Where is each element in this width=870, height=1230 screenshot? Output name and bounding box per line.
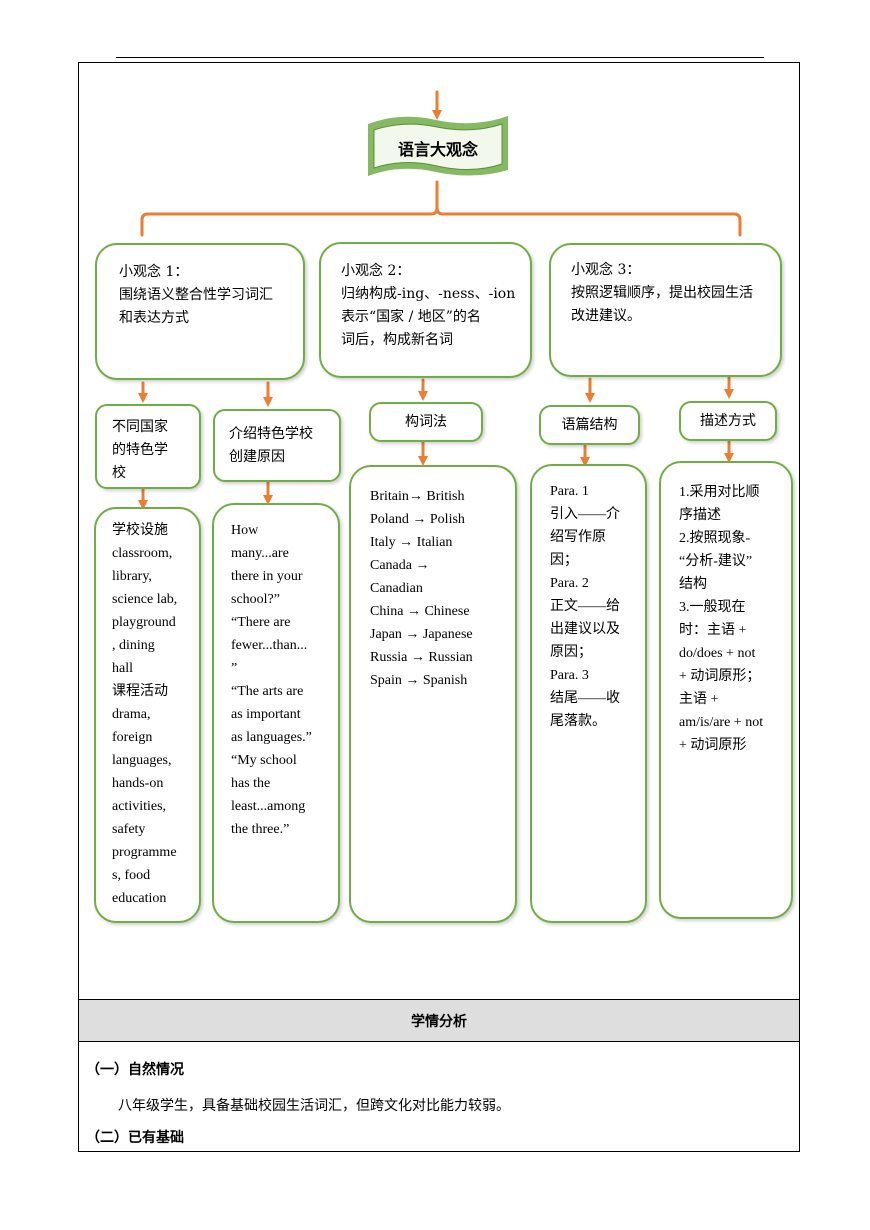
subheading-existing-foundation: （二）已有基础 (86, 1130, 184, 1146)
idea-2-label: 小观念 2： (341, 263, 411, 279)
detail-box-country-words: Britain→ British Poland → Polish Italy →… (349, 465, 517, 923)
section-title-bar: 学情分析 (79, 999, 799, 1042)
idea-3-label: 小观念 3： (571, 262, 641, 278)
detail-box-paragraphs: Para. 1 引入——介 绍写作原 因； Para. 2 正文——给 出建议以… (530, 464, 647, 923)
detail-box-school-vocab: 学校设施 classroom, library, science lab, pl… (94, 507, 201, 923)
idea-box-1: 小观念 1： 围绕语义整合性学习词汇 和表达方式 (95, 243, 305, 380)
subheading-natural-situation: （一）自然情况 (86, 1062, 184, 1078)
idea-2-text: 归纳构成-ing、-ness、-ion 表示“国家 / 地区”的名 词后，构成新… (341, 286, 516, 348)
page-header-rule (116, 57, 764, 58)
big-idea-title: 语言大观念 (397, 140, 478, 159)
detail-box-methods: 1.采用对比顺 序描述 2.按照现象- “分析-建议” 结构 3.一般现在 时：… (659, 461, 793, 919)
idea-1-label: 小观念 1： (119, 264, 189, 280)
table-frame (78, 62, 800, 1152)
topic-box-schools: 不同国家 的特色学 校 (95, 404, 201, 489)
topic-box-reasons: 介绍特色学校 创建原因 (213, 409, 341, 482)
paragraph-natural-situation: 八年级学生，具备基础校园生活词汇，但跨文化对比能力较弱。 (118, 1098, 510, 1114)
detail-box-sentence-patterns: How many...are there in your school?” “T… (212, 503, 340, 923)
idea-1-text: 围绕语义整合性学习词汇 和表达方式 (119, 287, 273, 326)
topic-box-word-formation: 构词法 (369, 402, 483, 442)
idea-3-text: 按照逻辑顺序，提出校园生活 改进建议。 (571, 285, 753, 324)
topic-box-description: 描述方式 (679, 401, 777, 441)
idea-box-2: 小观念 2： 归纳构成-ing、-ness、-ion 表示“国家 / 地区”的名… (319, 242, 532, 378)
section-title: 学情分析 (411, 1013, 467, 1030)
topic-box-text-structure: 语篇结构 (539, 405, 640, 445)
idea-box-3: 小观念 3： 按照逻辑顺序，提出校园生活 改进建议。 (549, 243, 782, 377)
